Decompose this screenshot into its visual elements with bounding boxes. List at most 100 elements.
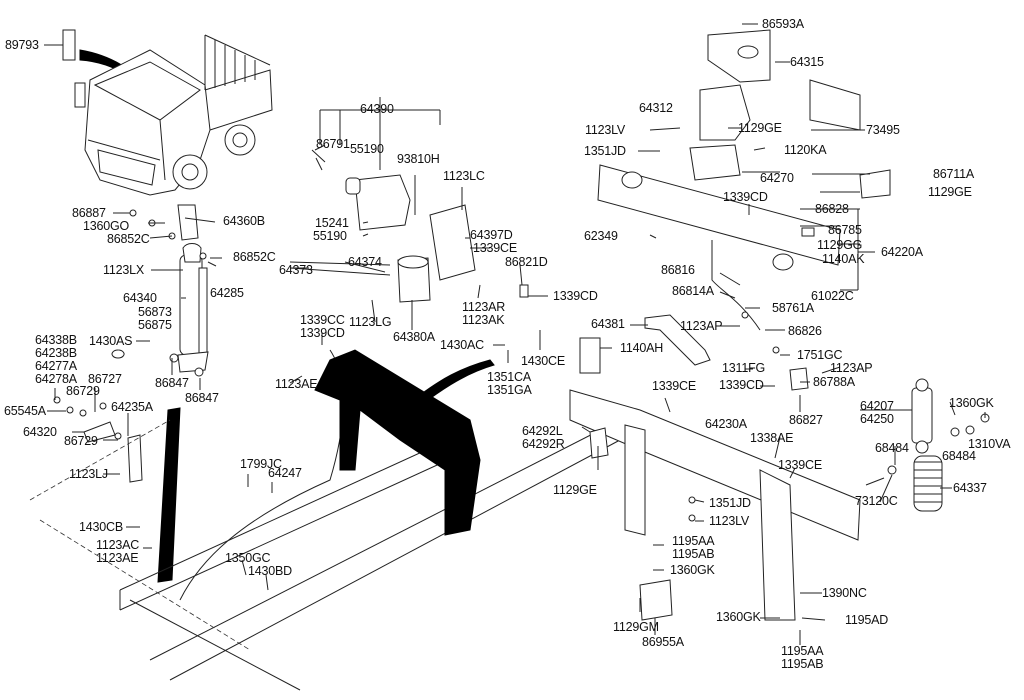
part-label-64315[interactable]: 64315 <box>790 56 824 69</box>
part-label-1310VA[interactable]: 1310VA <box>968 438 1011 451</box>
part-label-1120KA[interactable]: 1120KA <box>784 144 827 157</box>
part-label-93810H[interactable]: 93810H <box>397 153 440 166</box>
part-label-68484[interactable]: 68484 <box>875 442 909 455</box>
part-label-1123LJ[interactable]: 1123LJ <box>69 468 108 481</box>
part-label-1339CE-3[interactable]: 1339CE <box>778 459 822 472</box>
part-label-1350GC[interactable]: 1350GC <box>225 552 271 565</box>
part-label-1339CE[interactable]: 1339CE <box>473 242 517 255</box>
part-label-55190[interactable]: 55190 <box>350 143 384 156</box>
part-label-68484-2[interactable]: 68484 <box>942 450 976 463</box>
part-label-64285[interactable]: 64285 <box>210 287 244 300</box>
part-label-1430AC[interactable]: 1430AC <box>440 339 484 352</box>
part-label-1123LC[interactable]: 1123LC <box>443 170 485 183</box>
part-label-1129GE[interactable]: 1129GE <box>738 122 782 135</box>
part-label-86791[interactable]: 86791 <box>316 138 350 151</box>
part-label-86785[interactable]: 86785 <box>828 224 862 237</box>
part-label-64220A[interactable]: 64220A <box>881 246 923 259</box>
part-label-64247[interactable]: 64247 <box>268 467 302 480</box>
part-label-1360GK-3[interactable]: 1360GK <box>716 611 761 624</box>
part-label-1195AD[interactable]: 1195AD <box>845 614 888 627</box>
part-label-86788A[interactable]: 86788A <box>813 376 855 389</box>
part-label-86828[interactable]: 86828 <box>815 203 849 216</box>
part-label-86821D[interactable]: 86821D <box>505 256 548 269</box>
part-label-86816[interactable]: 86816 <box>661 264 695 277</box>
part-label-1430CB[interactable]: 1430CB <box>79 521 123 534</box>
part-label-1360GK[interactable]: 1360GK <box>949 397 994 410</box>
part-label-61022C[interactable]: 61022C <box>811 290 854 303</box>
part-label-64340[interactable]: 64340 <box>123 292 157 305</box>
part-label-64337[interactable]: 64337 <box>953 482 987 495</box>
part-label-1339CD-2[interactable]: 1339CD <box>723 191 768 204</box>
part-label-64270[interactable]: 64270 <box>760 172 794 185</box>
part-label-86847[interactable]: 86847 <box>155 377 189 390</box>
part-label-64320[interactable]: 64320 <box>23 426 57 439</box>
part-label-86955A[interactable]: 86955A <box>642 636 684 649</box>
part-label-1129GE-3[interactable]: 1129GE <box>553 484 597 497</box>
part-label-73120C[interactable]: 73120C <box>855 495 898 508</box>
part-label-1390NC[interactable]: 1390NC <box>822 587 867 600</box>
part-label-1430CE[interactable]: 1430CE <box>521 355 565 368</box>
part-label-62349[interactable]: 62349 <box>584 230 618 243</box>
part-label-1123LX[interactable]: 1123LX <box>103 264 144 277</box>
part-label-1123AP[interactable]: 1123AP <box>680 320 723 333</box>
part-label-1339CD[interactable]: 1339CD <box>553 290 598 303</box>
part-label-86729-2[interactable]: 86729 <box>64 435 98 448</box>
part-label-64373[interactable]: 64373 <box>279 264 313 277</box>
part-label-1123LV[interactable]: 1123LV <box>585 124 625 137</box>
part-label-64380A[interactable]: 64380A <box>393 331 435 344</box>
part-label-1129GE-2[interactable]: 1129GE <box>928 186 972 199</box>
part-label-64397D[interactable]: 64397D <box>470 229 513 242</box>
part-label-1123AP-2[interactable]: 1123AP <box>830 362 873 375</box>
part-label-86827[interactable]: 86827 <box>789 414 823 427</box>
part-label-58761A[interactable]: 58761A <box>772 302 814 315</box>
part-label-86852C-2[interactable]: 86852C <box>233 251 276 264</box>
part-label-1430BD[interactable]: 1430BD <box>248 565 292 578</box>
part-label-1360GK-2[interactable]: 1360GK <box>670 564 715 577</box>
part-label-86727[interactable]: 86727 <box>88 373 122 386</box>
part-label-64360B[interactable]: 64360B <box>223 215 265 228</box>
part-label-64312[interactable]: 64312 <box>639 102 673 115</box>
part-label-1799JC[interactable]: 1799JC <box>240 458 282 471</box>
part-label-86593A[interactable]: 86593A <box>762 18 804 31</box>
part-label-64390[interactable]: 64390 <box>360 103 394 116</box>
part-label-1129GM[interactable]: 1129GM <box>613 621 659 634</box>
part-label-1751GC[interactable]: 1751GC <box>797 349 843 362</box>
part-label-1129GG[interactable]: 1129GG <box>817 239 862 252</box>
part-label-65545A[interactable]: 65545A <box>4 405 46 418</box>
part-label-64374[interactable]: 64374 <box>348 256 382 269</box>
part-label-64230A[interactable]: 64230A <box>705 418 747 431</box>
part-label-64381[interactable]: 64381 <box>591 318 625 331</box>
part-label-1338AE[interactable]: 1338AE <box>750 432 793 445</box>
part-label-1123LV-2[interactable]: 1123LV <box>709 515 749 528</box>
part-label-1140AK[interactable]: 1140AK <box>822 253 865 266</box>
part-label-86814A[interactable]: 86814A <box>672 285 714 298</box>
part-label-1351JD-2[interactable]: 1351JD <box>709 497 751 510</box>
part-label-1123LG[interactable]: 1123LG <box>349 316 392 329</box>
part-label-1351JD[interactable]: 1351JD <box>584 145 626 158</box>
part-label-89793[interactable]: 89793 <box>5 39 39 52</box>
part-label-64235A[interactable]: 64235A <box>111 401 153 414</box>
part-label-1140AH[interactable]: 1140AH <box>620 342 663 355</box>
part-label-1360GO[interactable]: 1360GO <box>83 220 129 233</box>
part-label-86852C[interactable]: 86852C <box>107 233 150 246</box>
part-label-15241[interactable]: 15241 <box>315 217 349 230</box>
part-label-86729[interactable]: 86729 <box>66 385 100 398</box>
part-label-1339CE-2[interactable]: 1339CE <box>652 380 696 393</box>
part-label-86847-2[interactable]: 86847 <box>185 392 219 405</box>
part-label-55190-2[interactable]: 55190 <box>313 230 347 243</box>
part-label-1339CD-3[interactable]: 1339CD <box>719 379 764 392</box>
part-label-86887[interactable]: 86887 <box>72 207 106 220</box>
part-label-86826[interactable]: 86826 <box>788 325 822 338</box>
part-label-73495[interactable]: 73495 <box>866 124 900 137</box>
part-label-1311FG[interactable]: 1311FG <box>722 362 765 375</box>
